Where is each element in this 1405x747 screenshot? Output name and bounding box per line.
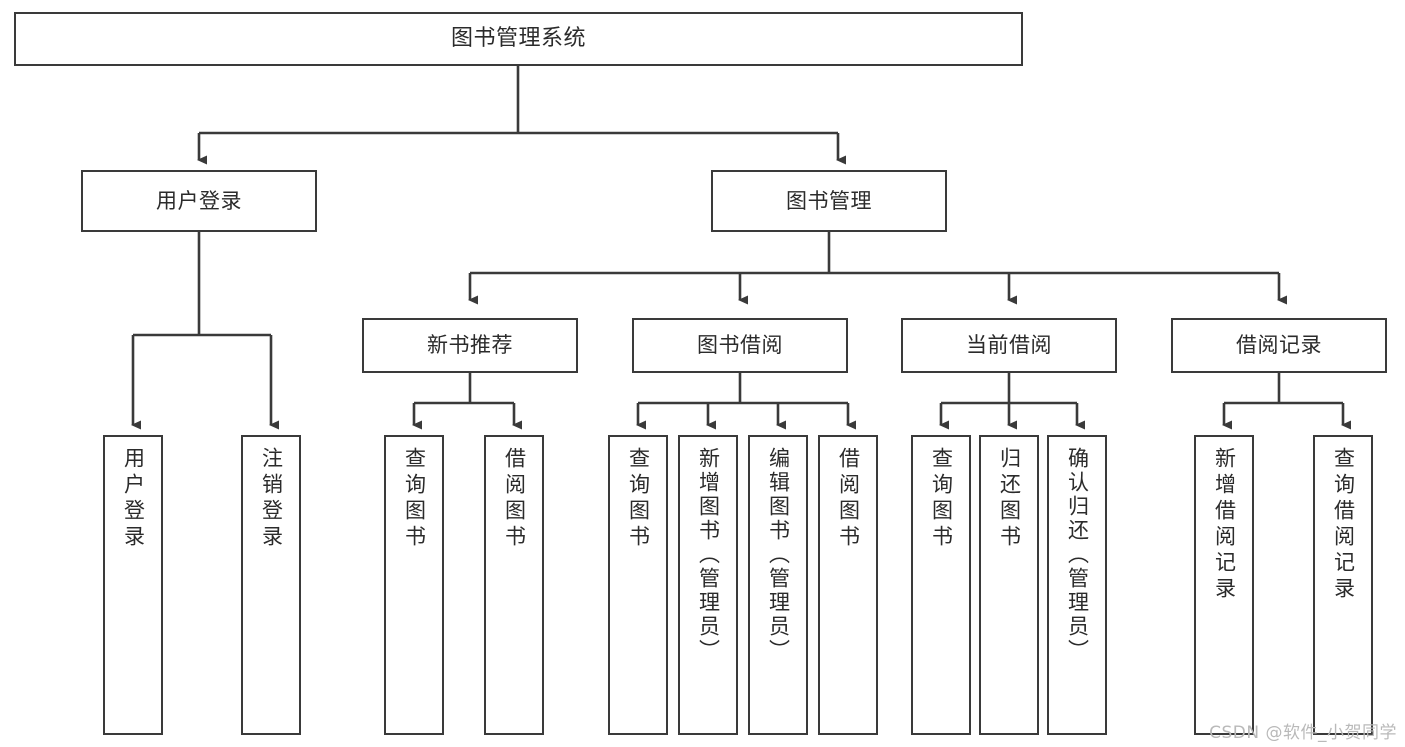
node-label: 查询借阅记录 [1331, 447, 1356, 603]
node-label: 图书借阅 [697, 333, 783, 358]
node-label: 借阅记录 [1236, 333, 1322, 358]
node-label: 图书管理系统 [450, 26, 586, 52]
node-borrowing-record[interactable]: 借阅记录 [1171, 318, 1387, 373]
leaf-query-borrow-record[interactable]: 查询借阅记录 [1313, 435, 1373, 735]
node-label: 编辑图书（管理员） [766, 447, 791, 663]
node-current-borrowing[interactable]: 当前借阅 [901, 318, 1117, 373]
node-label: 查询图书 [402, 447, 427, 551]
leaf-confirm-return-admin[interactable]: 确认归还（管理员） [1047, 435, 1107, 735]
node-label: 借阅图书 [836, 447, 861, 551]
leaf-query-book-current[interactable]: 查询图书 [911, 435, 971, 735]
node-label: 注销登录 [259, 447, 284, 551]
leaf-user-login[interactable]: 用户登录 [103, 435, 163, 735]
leaf-query-book-new[interactable]: 查询图书 [384, 435, 444, 735]
node-label: 用户登录 [121, 447, 146, 551]
node-book-management[interactable]: 图书管理 [711, 170, 947, 232]
node-label: 归还图书 [997, 447, 1022, 551]
node-book-borrowing[interactable]: 图书借阅 [632, 318, 848, 373]
node-user-login[interactable]: 用户登录 [81, 170, 317, 232]
leaf-borrow-book-new[interactable]: 借阅图书 [484, 435, 544, 735]
node-label: 新增借阅记录 [1212, 447, 1237, 603]
leaf-query-book-borrow[interactable]: 查询图书 [608, 435, 668, 735]
leaf-add-book-admin[interactable]: 新增图书（管理员） [678, 435, 738, 735]
node-label: 查询图书 [929, 447, 954, 551]
node-book-management-system[interactable]: 图书管理系统 [14, 12, 1023, 66]
node-label: 新增图书（管理员） [696, 447, 721, 663]
node-label: 新书推荐 [427, 333, 513, 358]
node-label: 查询图书 [626, 447, 651, 551]
node-label: 图书管理 [786, 188, 872, 213]
leaf-borrow-book[interactable]: 借阅图书 [818, 435, 878, 735]
leaf-edit-book-admin[interactable]: 编辑图书（管理员） [748, 435, 808, 735]
leaf-return-book[interactable]: 归还图书 [979, 435, 1039, 735]
leaf-add-borrow-record[interactable]: 新增借阅记录 [1194, 435, 1254, 735]
node-new-book-recommendation[interactable]: 新书推荐 [362, 318, 578, 373]
node-label: 当前借阅 [966, 333, 1052, 358]
node-label: 用户登录 [156, 188, 242, 213]
node-label: 确认归还（管理员） [1065, 447, 1090, 663]
leaf-logout[interactable]: 注销登录 [241, 435, 301, 735]
csdn-watermark: CSDN @软件_小贺同学 [1209, 723, 1397, 743]
node-label: 借阅图书 [502, 447, 527, 551]
